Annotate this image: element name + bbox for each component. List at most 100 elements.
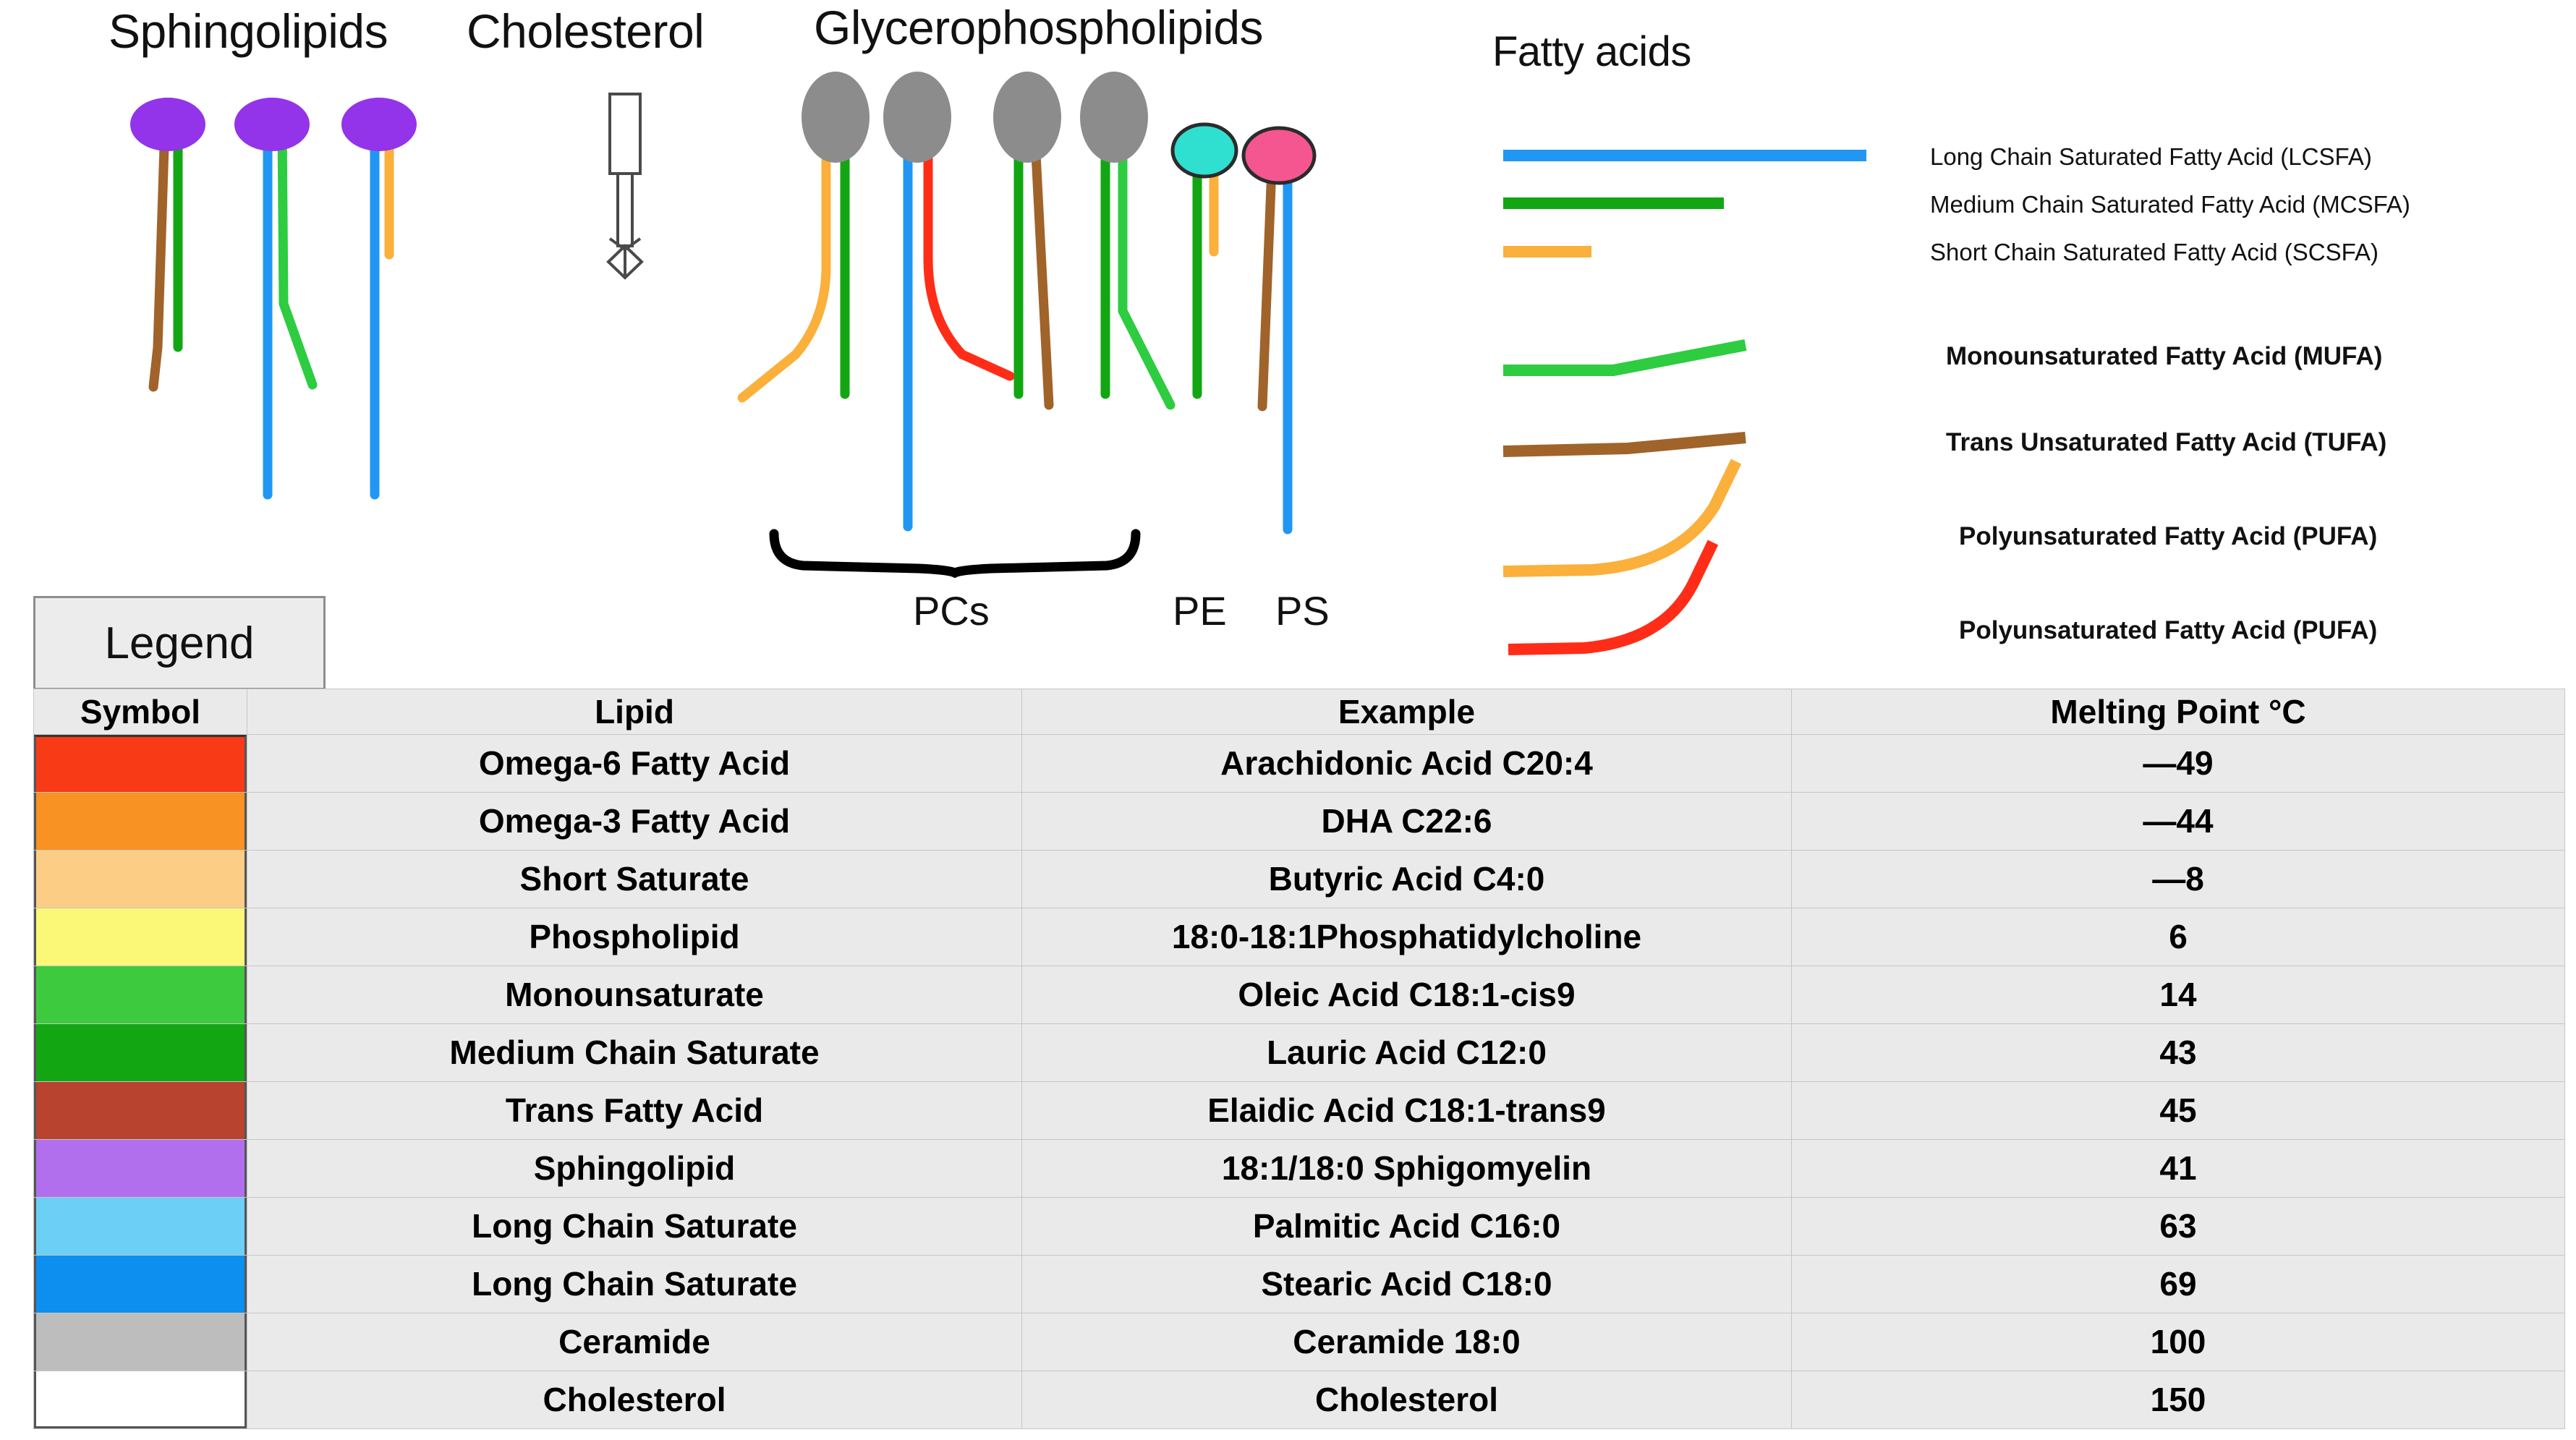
cell-lipid: Cholesterol: [247, 1371, 1022, 1429]
fa-line-mufa: [1503, 339, 1747, 376]
cell-example: Palmitic Acid C16:0: [1021, 1197, 1792, 1256]
pe-head: [1170, 122, 1238, 179]
cholesterol-molecule: [606, 93, 644, 280]
cell-lipid: Ceramide: [247, 1313, 1022, 1371]
glycerophospholipid-pc-4: [1080, 72, 1176, 410]
cell-lipid: Long Chain Saturate: [247, 1197, 1022, 1256]
cell-melting-point: —49: [1791, 734, 2565, 793]
pcs-brace: [769, 529, 1141, 579]
label-pe: PE: [1173, 588, 1227, 634]
column-header-symbol: Symbol: [33, 689, 247, 735]
column-header-lipid: Lipid: [247, 689, 1022, 735]
color-swatch: [34, 1256, 247, 1313]
heading-fatty-acids: Fatty acids: [1492, 28, 1691, 75]
cell-lipid: Short Saturate: [247, 850, 1022, 908]
pc-head-1: [802, 72, 870, 163]
symbol-swatch-cell: [33, 908, 247, 966]
label-pcs: PCs: [913, 588, 990, 634]
color-swatch: [34, 851, 247, 908]
cell-lipid: Monounsaturate: [247, 966, 1022, 1024]
cell-example: 18:0-18:1Phosphatidylcholine: [1021, 908, 1792, 966]
cell-melting-point: 63: [1791, 1197, 2565, 1256]
cell-example: Butyric Acid C4:0: [1021, 850, 1792, 908]
pc-head-2: [883, 72, 951, 163]
cell-lipid: Trans Fatty Acid: [247, 1081, 1022, 1140]
heading-glycerophospholipids: Glycerophospholipids: [814, 1, 1264, 54]
fa-label-pufa-2: Polyunsaturated Fatty Acid (PUFA): [1959, 616, 2378, 644]
symbol-swatch-cell: [33, 734, 247, 793]
label-ps: PS: [1275, 588, 1330, 634]
cell-example: Ceramide 18:0: [1021, 1313, 1792, 1371]
cell-example: Cholesterol: [1021, 1371, 1792, 1429]
symbol-swatch-cell: [33, 1139, 247, 1198]
color-swatch: [34, 1082, 247, 1139]
cell-lipid: Phospholipid: [247, 908, 1022, 966]
color-swatch: [34, 1371, 247, 1428]
cell-melting-point: 14: [1791, 966, 2565, 1024]
cell-melting-point: —8: [1791, 850, 2565, 908]
fa-label-pufa-1: Polyunsaturated Fatty Acid (PUFA): [1959, 522, 2378, 550]
table-header-row: Symbol Lipid Example Melting Point °C: [33, 689, 2565, 735]
glycerophospholipid-pc-3: [993, 72, 1061, 410]
cell-melting-point: 69: [1791, 1255, 2565, 1313]
color-swatch: [34, 735, 247, 792]
sphingolipid-2: [234, 98, 318, 500]
cell-lipid: Medium Chain Saturate: [247, 1023, 1022, 1082]
glycerophospholipid-pc-1: [737, 72, 870, 403]
fa-label-scsfa: Short Chain Saturated Fatty Acid (SCSFA): [1930, 239, 2379, 265]
pc-head-3: [993, 72, 1061, 163]
ps-head: [1241, 126, 1317, 185]
symbol-swatch-cell: [33, 1255, 247, 1313]
cell-example: DHA C22:6: [1021, 792, 1792, 851]
column-header-melting-point: Melting Point °C: [1791, 689, 2565, 735]
glycerophospholipid-ps: [1241, 126, 1317, 534]
color-swatch: [34, 908, 247, 966]
symbol-swatch-cell: [33, 1081, 247, 1140]
cell-melting-point: —44: [1791, 792, 2565, 851]
cell-example: Elaidic Acid C18:1-trans9: [1021, 1081, 1792, 1140]
cell-example: 18:1/18:0 Sphigomyelin: [1021, 1139, 1792, 1198]
legend-tab: Legend: [33, 596, 326, 690]
symbol-swatch-cell: [33, 792, 247, 851]
sphingolipid-head-3: [341, 98, 417, 151]
sphingolipid-1: [130, 98, 205, 392]
cell-melting-point: 41: [1791, 1139, 2565, 1198]
color-swatch: [34, 1140, 247, 1197]
fa-label-lcsfa: Long Chain Saturated Fatty Acid (LCSFA): [1930, 143, 2372, 170]
lipid-legend-table: Symbol Lipid Example Melting Point °C Om…: [33, 689, 2565, 1429]
cell-melting-point: 6: [1791, 908, 2565, 966]
cell-example: Oleic Acid C18:1-cis9: [1021, 966, 1792, 1024]
cell-melting-point: 45: [1791, 1081, 2565, 1140]
fa-line-tufa: [1502, 432, 1746, 457]
fa-line-pufa-2: [1508, 540, 1719, 655]
symbol-swatch-cell: [33, 1313, 247, 1371]
cell-lipid: Long Chain Saturate: [247, 1255, 1022, 1313]
symbol-swatch-cell: [33, 850, 247, 908]
color-swatch: [34, 793, 247, 850]
symbol-swatch-cell: [33, 1371, 247, 1429]
color-swatch: [34, 1313, 247, 1371]
fa-label-mufa: Monounsaturated Fatty Acid (MUFA): [1946, 342, 2383, 370]
symbol-swatch-cell: [33, 966, 247, 1024]
color-swatch: [34, 966, 247, 1023]
sphingolipid-head-2: [234, 98, 310, 151]
cell-melting-point: 100: [1791, 1313, 2565, 1371]
cell-lipid: Omega-3 Fatty Acid: [247, 792, 1022, 851]
cell-example: Lauric Acid C12:0: [1021, 1023, 1792, 1082]
glycerophospholipid-pc-2: [883, 72, 1015, 532]
heading-sphingolipids: Sphingolipids: [109, 4, 388, 58]
glycerophospholipid-pe: [1170, 122, 1238, 399]
color-swatch: [34, 1198, 247, 1255]
